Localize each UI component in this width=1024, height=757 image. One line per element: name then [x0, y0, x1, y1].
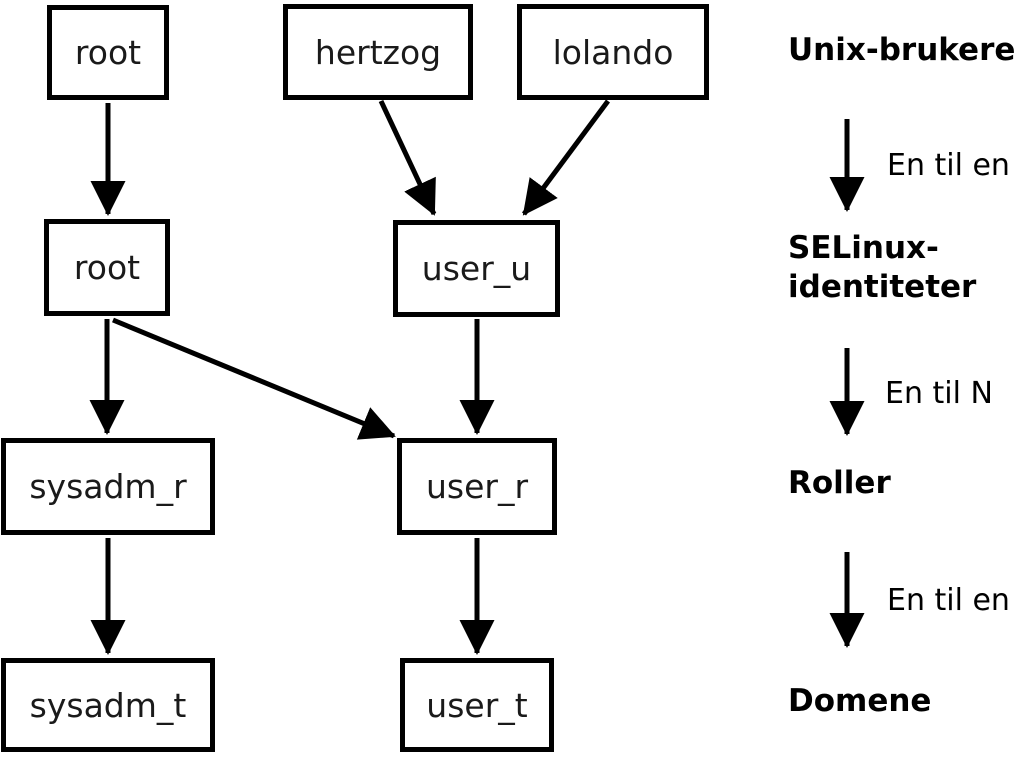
node-domain-sysadm_t: sysadm_t: [1, 658, 215, 752]
node-role-user_r: user_r: [397, 438, 557, 535]
legend-level-unix-users: Unix-brukere: [788, 32, 1016, 68]
node-label: user_r: [425, 467, 529, 506]
node-label: lolando: [552, 32, 674, 72]
node-role-sysadm_r: sysadm_r: [1, 438, 215, 535]
node-unix-hertzog: hertzog: [283, 4, 473, 100]
legend-level-roles: Roller: [788, 465, 891, 501]
legend-level-selinux-line2: identiteter: [788, 269, 977, 305]
node-selinux-user_u: user_u: [393, 220, 560, 317]
node-label: user_u: [421, 249, 532, 288]
legend-mapping-one-to-n: En til N: [885, 376, 993, 411]
edge-lolando-to-user_u: [521, 99, 611, 216]
legend-mapping-one-to-one-1: En til en: [887, 148, 1010, 183]
node-label: root: [73, 248, 141, 287]
node-label: hertzog: [314, 32, 442, 72]
node-unix-lolando: lolando: [517, 4, 709, 100]
edge-root-to-user_r: [112, 317, 396, 440]
node-label: root: [74, 33, 142, 72]
legend-mapping-one-to-one-2: En til en: [887, 583, 1010, 618]
node-domain-user_t: user_t: [400, 658, 554, 752]
edge-hertzog-to-user_u: [378, 99, 437, 216]
node-label: sysadm_t: [29, 685, 187, 725]
node-selinux-root: root: [44, 219, 170, 316]
legend-level-selinux-identities: SELinux- identiteter: [788, 229, 976, 307]
node-unix-root: root: [47, 5, 169, 100]
node-label: sysadm_r: [29, 467, 187, 506]
node-label: user_t: [426, 685, 528, 725]
legend-level-selinux-line1: SELinux-: [788, 230, 939, 266]
legend-level-domains: Domene: [788, 683, 932, 719]
